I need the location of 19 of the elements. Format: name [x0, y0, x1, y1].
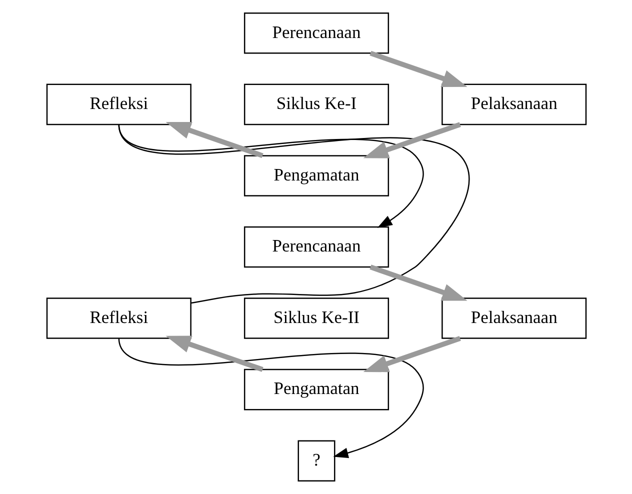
node-box: Pengamatan	[243, 368, 389, 410]
node-box: Pelaksanaan	[441, 298, 586, 339]
node-box: ?	[297, 440, 335, 482]
node-box: Perencanaan	[243, 226, 389, 268]
node-box: Refleksi	[46, 298, 191, 339]
arrow	[165, 336, 263, 372]
node-box: Siklus Ke-II	[243, 298, 389, 339]
arrow	[369, 264, 467, 301]
connector	[118, 124, 469, 304]
arrow	[165, 122, 263, 158]
arrow	[369, 50, 467, 87]
node-box: Pelaksanaan	[441, 84, 586, 126]
node-box: Perencanaan	[243, 12, 389, 54]
node-box: Refleksi	[46, 84, 191, 126]
node-box: Siklus Ke-I	[243, 84, 389, 126]
arrow	[362, 336, 460, 372]
arrow	[362, 122, 460, 158]
arrow	[118, 338, 424, 458]
node-box: Pengamatan	[243, 155, 389, 196]
